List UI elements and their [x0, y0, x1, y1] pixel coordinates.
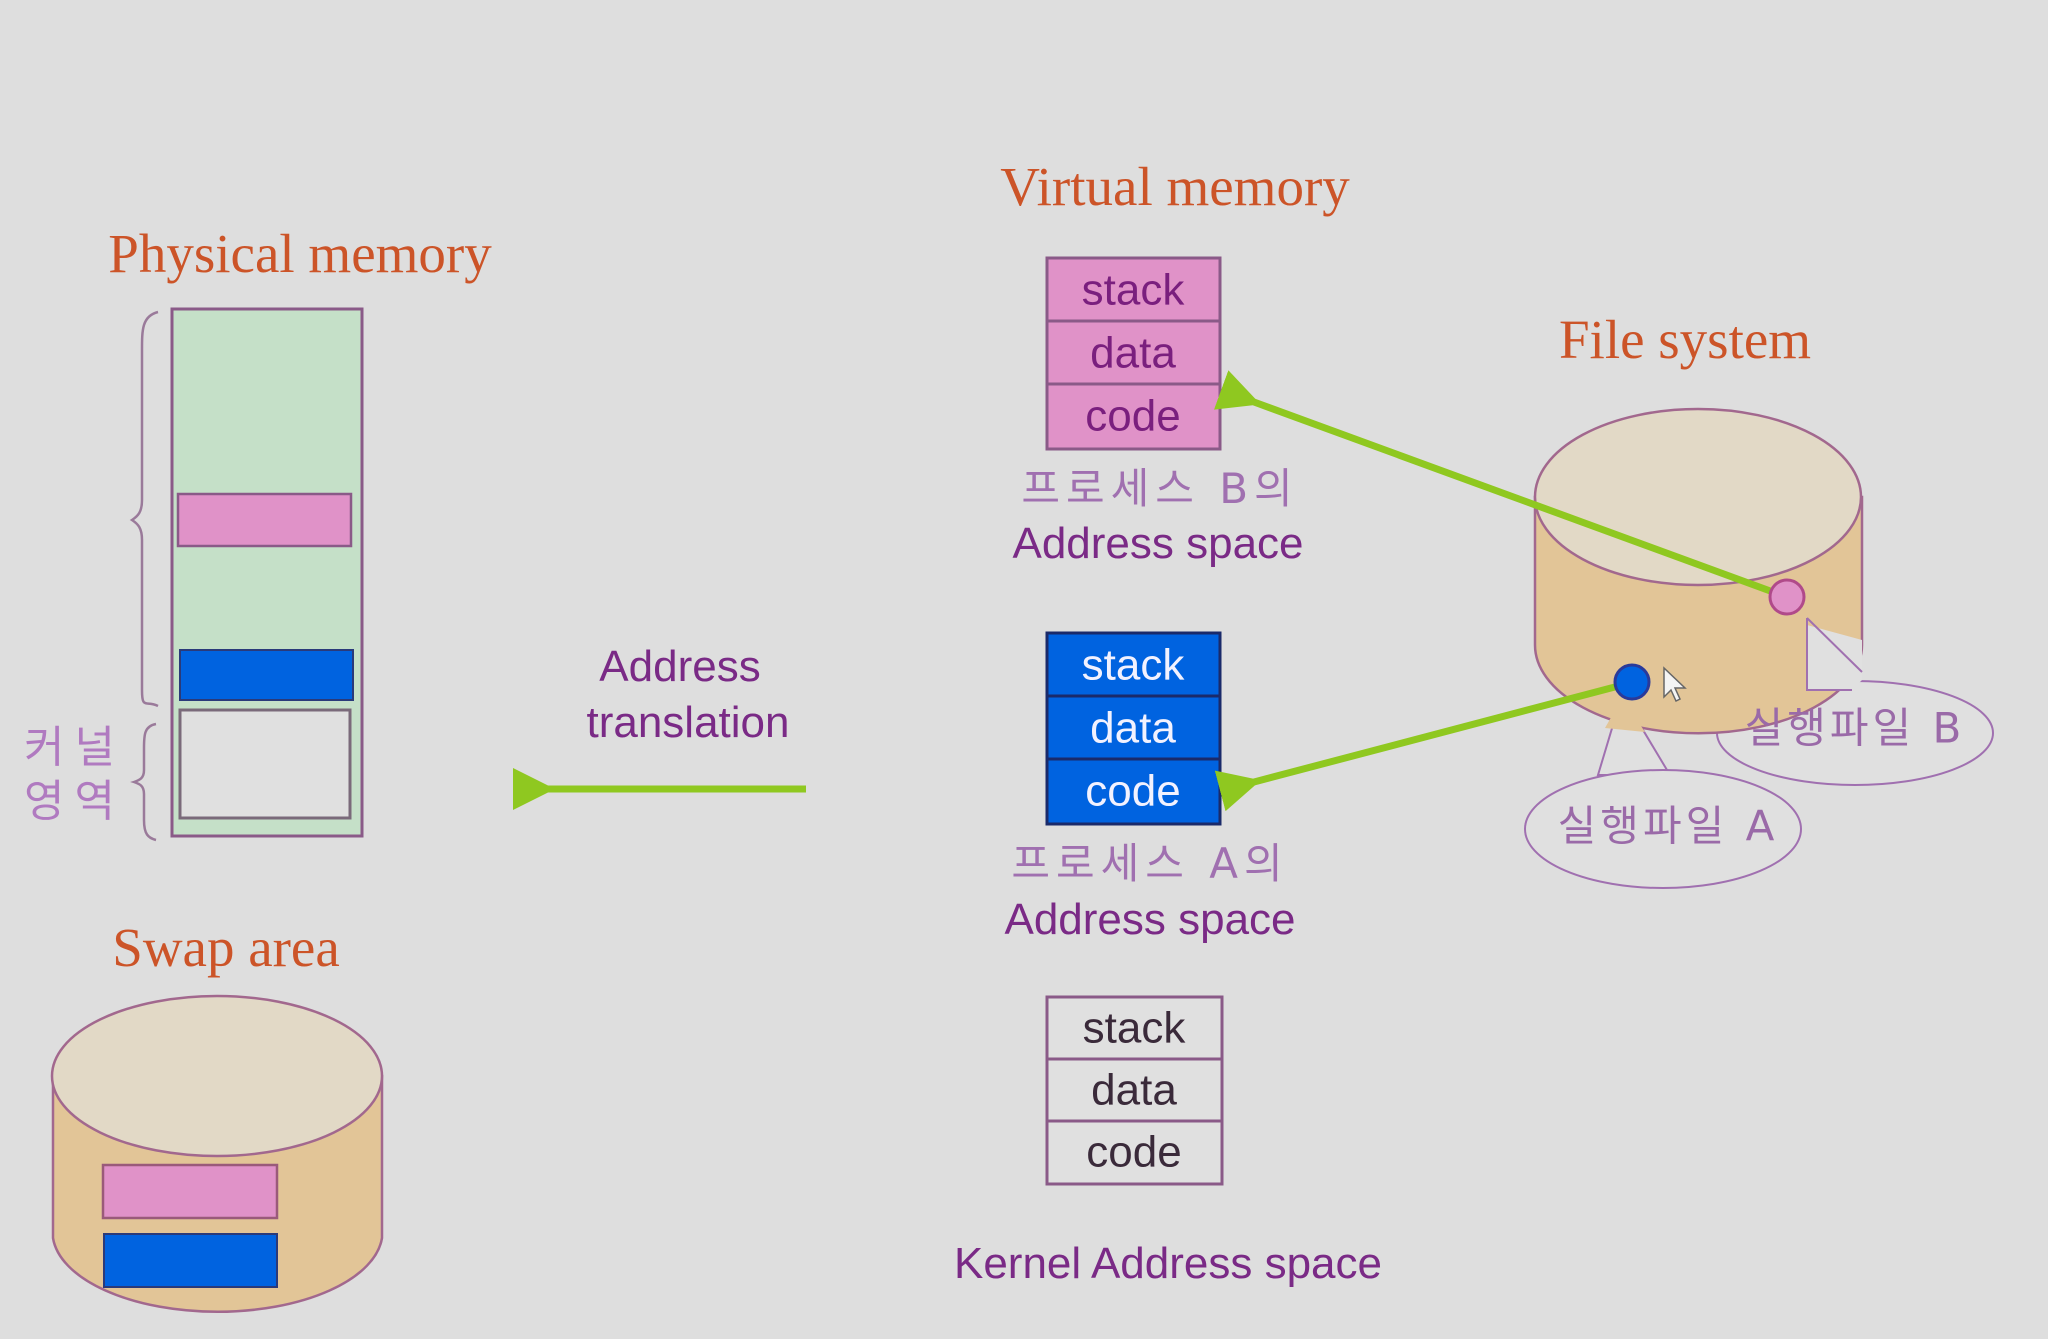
kernel-data-segment — [1045, 1057, 1224, 1123]
swap-process-a-block — [103, 1233, 278, 1288]
process-a-caption-line1: 프로세스 A의 — [1011, 839, 1288, 888]
mouse-cursor-icon — [1663, 666, 1687, 703]
file-b-label: 실행파일 B — [1745, 704, 1966, 753]
virtual-memory-section: Virtual memory stack data code 프로세스 B의 A… — [954, 156, 1382, 1288]
kernel-data-label: data — [1091, 1066, 1177, 1115]
process-a-code-segment — [1045, 757, 1222, 826]
kernel-code-label: code — [1086, 1128, 1181, 1177]
physical-kernel-block — [178, 708, 352, 820]
process-b-caption-line1: 프로세스 B의 — [1021, 464, 1298, 513]
process-b-code-label: code — [1085, 392, 1180, 441]
swap-process-b-block — [101, 1163, 279, 1220]
kernel-stack-segment — [1045, 995, 1224, 1061]
file-system-cylinder-top — [1533, 407, 1863, 587]
virtual-memory-title: Virtual memory — [1000, 156, 1350, 217]
process-a-code-label: code — [1085, 767, 1180, 816]
address-translation: Address translation — [513, 642, 806, 810]
file-b-marker — [1768, 578, 1806, 616]
process-b-stack-segment — [1045, 256, 1222, 323]
swap-area-title: Swap area — [112, 917, 340, 978]
file-b-pointer-overlay — [1807, 625, 1862, 690]
process-b-code-segment — [1045, 382, 1222, 451]
kernel-area-label-line1: 커널 — [24, 722, 125, 773]
process-a-caption-line2: Address space — [1004, 895, 1295, 944]
process-b-stack-label: stack — [1082, 266, 1186, 315]
process-b-address-space: stack data code 프로세스 B의 Address space — [1012, 256, 1304, 568]
process-a-stack-label: stack — [1082, 641, 1186, 690]
file-b-pointer-edge — [1806, 618, 1852, 691]
process-a-data-label: data — [1090, 704, 1176, 753]
file-b-pointer-edge2 — [1806, 617, 1863, 673]
user-area-brace — [129, 310, 159, 708]
process-b-caption-line2: Address space — [1012, 519, 1303, 568]
swap-area-section: Swap area — [50, 917, 384, 1313]
address-translation-label-line2: translation — [586, 698, 789, 747]
kernel-address-space-caption: Kernel Address space — [954, 1239, 1382, 1288]
swap-cylinder-top — [50, 994, 384, 1158]
file-a-marker — [1613, 663, 1651, 701]
kernel-area-label-line2: 영역 — [24, 776, 125, 827]
process-a-stack-segment — [1045, 631, 1222, 698]
load-arrow-file-b-to-process-b — [1213, 370, 1786, 600]
kernel-address-space: stack data code Kernel Address space — [954, 995, 1382, 1288]
physical-memory-title: Physical memory — [108, 223, 492, 284]
physical-process-a-block — [179, 649, 354, 701]
file-system-title: File system — [1559, 309, 1811, 370]
physical-memory-section: Physical memory 커널 영역 — [24, 223, 492, 842]
file-a-pointer-overlay — [1605, 698, 1645, 732]
process-b-data-label: data — [1090, 329, 1176, 378]
kernel-stack-label: stack — [1083, 1004, 1187, 1053]
file-a-label: 실행파일 A — [1558, 802, 1779, 851]
kernel-area-brace — [130, 722, 157, 842]
file-system-section: File system 실행파일 A 실행파일 B — [1524, 309, 1994, 889]
load-arrow-file-a-to-process-a — [1214, 679, 1631, 812]
file-a-callout — [1524, 769, 1802, 889]
address-translation-label-line1: Address — [599, 642, 760, 691]
physical-process-b-block — [176, 492, 353, 548]
kernel-code-segment — [1045, 1119, 1224, 1186]
process-a-address-space: stack data code 프로세스 A의 Address space — [1004, 631, 1296, 944]
